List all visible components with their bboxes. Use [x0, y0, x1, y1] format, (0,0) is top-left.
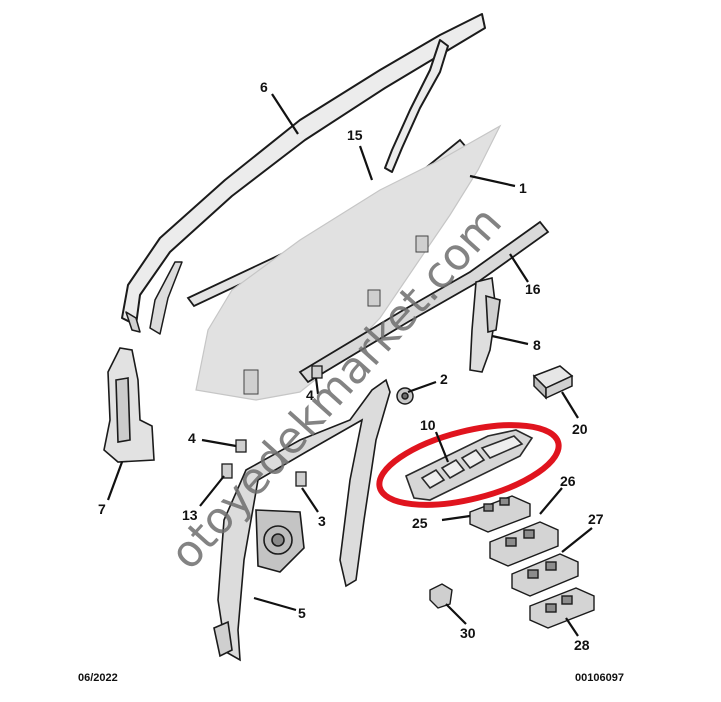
callout-7: 7 [98, 501, 106, 517]
reference-number: 00106097 [575, 672, 624, 684]
part-30-clip [429, 583, 453, 609]
callout-labels: 6 15 1 16 8 2 20 10 4 4 26 27 25 13 3 7 … [98, 79, 604, 653]
part-8-guide-rail [469, 277, 501, 373]
part-7-front-bracket [103, 347, 155, 463]
callout-10: 10 [420, 417, 436, 433]
callout-27: 27 [588, 511, 604, 527]
part-1-window-glass [195, 124, 502, 401]
callout-4-upper: 4 [306, 387, 314, 403]
callout-3: 3 [318, 513, 326, 529]
callout-16: 16 [525, 281, 541, 297]
callout-8: 8 [533, 337, 541, 353]
callout-26: 26 [560, 473, 576, 489]
part-3-clip [295, 471, 307, 487]
part-26-switch-pack [489, 521, 559, 567]
part-25-switch-pack [469, 495, 531, 533]
callout-13: 13 [182, 507, 198, 523]
callout-28: 28 [574, 637, 590, 653]
callout-30: 30 [460, 625, 476, 641]
part-10-switch-bezel [405, 429, 534, 501]
part-16-waist-seal [298, 220, 550, 384]
part-28-switch-pack [529, 587, 595, 629]
part-5-window-regulator [213, 378, 391, 662]
part-27-switch-pack [511, 553, 579, 597]
highlight-ring [376, 422, 562, 508]
date-code: 06/2022 [78, 672, 118, 684]
part-13-clip [221, 463, 233, 479]
part-6-frame-channel [121, 13, 486, 335]
callout-15: 15 [347, 127, 363, 143]
part-20-control-module [532, 365, 574, 400]
callout-2: 2 [440, 371, 448, 387]
callout-5: 5 [298, 605, 306, 621]
callout-4-lower: 4 [188, 430, 196, 446]
callout-25: 25 [412, 515, 428, 531]
callout-20: 20 [572, 421, 588, 437]
callout-6: 6 [260, 79, 268, 95]
callout-1: 1 [519, 180, 527, 196]
leader-lines [106, 93, 593, 637]
